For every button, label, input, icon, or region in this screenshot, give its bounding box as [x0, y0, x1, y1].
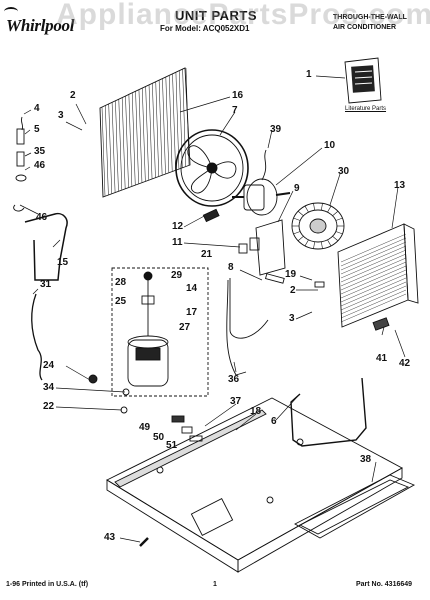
callout-4: 4 [34, 103, 40, 114]
callout-9: 9 [294, 183, 300, 194]
callout-27: 27 [179, 322, 191, 333]
callout-28: 28 [115, 277, 127, 288]
callout-2b: 2 [290, 285, 296, 296]
diagram-title: UNIT PARTS [175, 8, 258, 23]
callout-10: 10 [324, 140, 336, 151]
motor-mount [238, 219, 286, 276]
callout-49: 49 [139, 422, 151, 433]
misc-small-parts [88, 208, 390, 547]
product-type-line1: THROUGH-THE-WALL [333, 14, 407, 21]
blower-wheel [291, 202, 345, 250]
power-cord [31, 293, 43, 381]
callout-2: 2 [70, 90, 76, 101]
callout-7: 7 [232, 105, 238, 116]
base-pan [106, 397, 403, 573]
callout-51: 51 [166, 440, 178, 451]
left-small-parts [13, 116, 27, 212]
literature-booklet [344, 57, 382, 104]
footer-part-number: Part No. 4316649 [356, 581, 413, 588]
product-type: THROUGH-THE-WALL AIR CONDITIONER [333, 13, 407, 33]
discharge-tube [229, 278, 269, 339]
callout-24: 24 [43, 360, 55, 371]
callout-15: 15 [57, 257, 69, 268]
callout-3b: 3 [289, 313, 295, 324]
callout-19: 19 [285, 269, 297, 280]
callout-35: 35 [34, 146, 46, 157]
compressor-assembly-box [111, 267, 209, 397]
drain-pan [294, 474, 416, 539]
callout-22: 22 [43, 401, 55, 412]
callout-25: 25 [115, 296, 127, 307]
callout-18: 18 [250, 406, 262, 417]
callout-13: 13 [394, 180, 406, 191]
footer-printed: 1-96 Printed in U.S.A. (tf) [6, 581, 89, 588]
support-wire [290, 377, 367, 447]
literature-parts-label: Literature Parts [345, 106, 387, 112]
callout-34: 34 [43, 382, 55, 393]
fan-motor [232, 149, 291, 216]
callout-42: 42 [399, 358, 411, 369]
condenser-coil [99, 67, 191, 198]
product-type-line2: AIR CONDITIONER [333, 24, 396, 31]
compressor [127, 271, 169, 387]
callout-37: 37 [230, 396, 242, 407]
whirlpool-logo: Whirlpool [4, 7, 75, 36]
callout-8: 8 [228, 262, 234, 273]
callout-39: 39 [270, 124, 282, 135]
brand-name: Whirlpool [6, 16, 75, 35]
leader-lines [19, 75, 406, 543]
callout-17: 17 [186, 307, 198, 318]
model-number: For Model: ACQ052XD1 [160, 24, 250, 33]
footer-page-number: 1 [213, 581, 217, 588]
callout-38: 38 [360, 454, 372, 465]
base-rail [114, 409, 267, 488]
callout-6: 6 [271, 416, 277, 427]
callout-30: 30 [338, 166, 350, 177]
logo-swirl-icon [4, 7, 18, 16]
callout-29: 29 [171, 270, 183, 281]
callout-11: 11 [172, 237, 183, 248]
callout-36: 36 [228, 374, 240, 385]
callout-3: 3 [58, 110, 64, 121]
callout-43: 43 [104, 532, 116, 543]
callout-5: 5 [34, 124, 40, 135]
callout-41: 41 [376, 353, 388, 364]
callout-21: 21 [201, 249, 213, 260]
callout-50: 50 [153, 432, 165, 443]
evaporator-coil [337, 223, 419, 328]
condenser-fan-blade [175, 129, 249, 207]
callout-46b: 46 [36, 212, 48, 223]
callout-1: 1 [306, 69, 312, 80]
suction-tube [226, 279, 247, 376]
drain-hose [24, 212, 68, 281]
callout-14: 14 [186, 283, 198, 294]
callout-31: 31 [40, 279, 52, 290]
callout-46a: 46 [34, 160, 46, 171]
callout-16: 16 [232, 90, 244, 101]
callout-12: 12 [172, 221, 184, 232]
